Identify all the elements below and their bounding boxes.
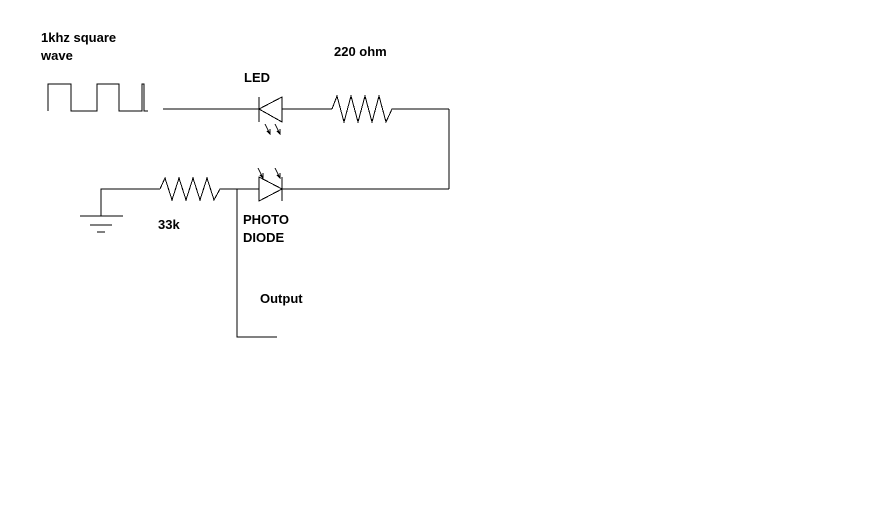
photodiode-label-line2: DIODE [243,230,285,245]
resistor-220ohm-label: 220 ohm [334,44,387,59]
source-label-line1: 1khz square [41,30,117,45]
photodiode-label-line1: PHOTO [243,212,289,227]
source-label-line2: wave [41,48,73,63]
output-label: Output [260,291,303,306]
led-symbol [257,96,332,136]
output-wire [236,189,277,338]
ground-symbol [80,215,123,233]
resistor-220ohm-symbol [331,94,449,124]
resistor-33k-symbol [159,176,233,202]
led-label: LED [244,70,270,85]
wire-to-ground [100,188,160,216]
square-wave-symbol [47,83,148,112]
resistor-33k-label: 33k [158,217,180,232]
photodiode-symbol [257,167,284,202]
